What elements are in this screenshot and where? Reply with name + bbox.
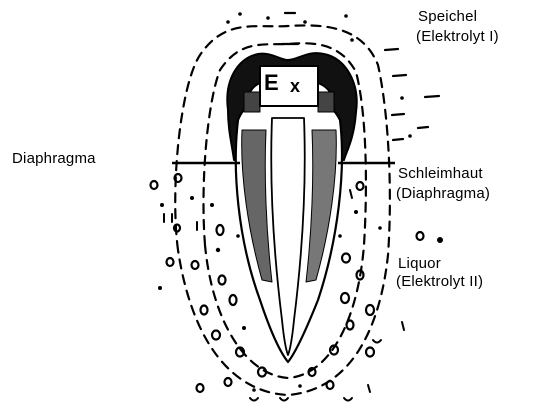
- label-schleimhaut-diaphragma: (Diaphragma): [396, 185, 490, 202]
- label-elektrolyt-2: (Elektrolyt II): [396, 273, 483, 290]
- electrode-e-label: E: [264, 70, 279, 96]
- label-schleimhaut: Schleimhaut: [398, 165, 483, 182]
- label-speichel: Speichel: [418, 8, 477, 25]
- label-elektrolyt-1: (Elektrolyt I): [416, 28, 499, 45]
- label-diaphragma: Diaphragma: [12, 150, 96, 167]
- crown-shading-right: [318, 92, 334, 112]
- label-liquor: Liquor: [398, 255, 441, 272]
- crown-shading-left: [244, 92, 260, 112]
- electrode-x-label: x: [290, 76, 300, 97]
